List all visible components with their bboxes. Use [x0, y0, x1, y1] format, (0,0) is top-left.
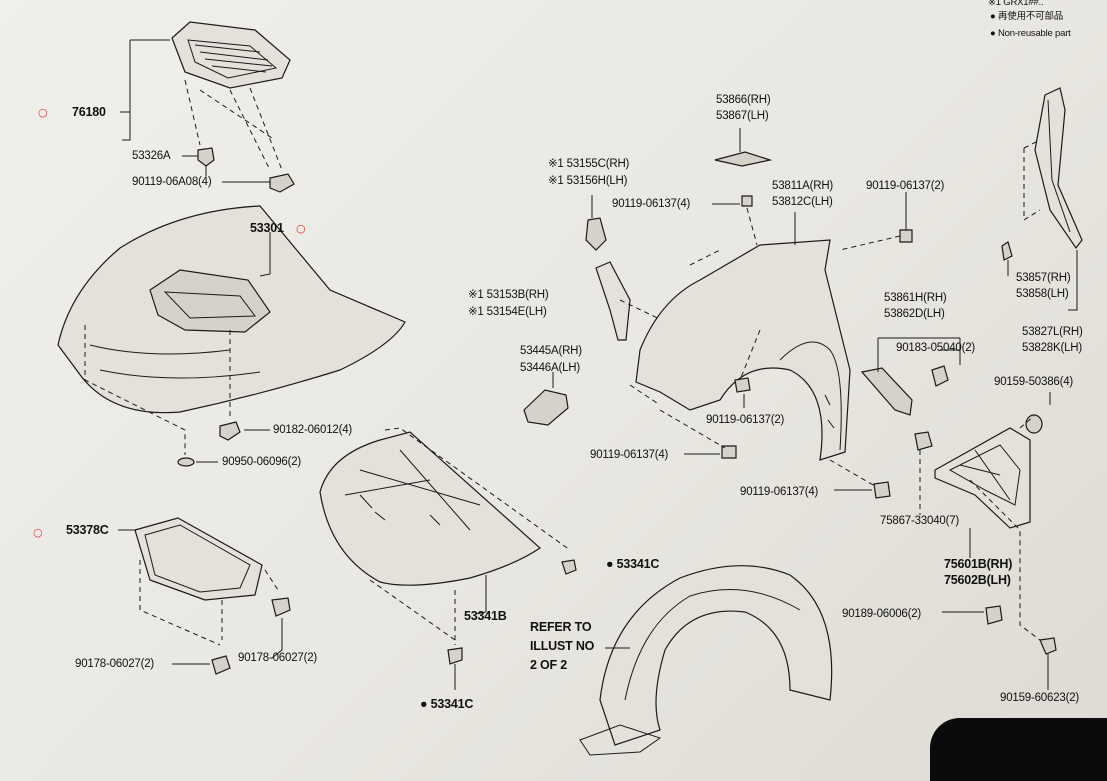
label-53446A: 53446A(LH) [520, 362, 581, 374]
legend-line-3: ● Non-reusable part [990, 28, 1071, 39]
label-53341C-b-text: 53341C [430, 697, 474, 711]
fender-liner-drawing [579, 565, 833, 756]
hood-53301-drawing [57, 205, 406, 414]
red-circle-mark-53378C: ○ [33, 526, 43, 539]
label-90950-06096: 90950-06096(2) [222, 456, 302, 468]
label-53341C-b: ● 53341C [420, 697, 474, 711]
label-90183-05040: 90183-05040(2) [896, 342, 976, 354]
side-seal-53827L-drawing [1034, 87, 1083, 250]
label-53862D: 53862D(LH) [884, 308, 945, 320]
label-90119-06137-c: 90119-06137(2) [866, 180, 945, 192]
label-53866: 53866(RH) [716, 94, 771, 106]
refer-text-line-1: REFER TO [530, 620, 592, 634]
label-90159-60623: 90159-60623(2) [1000, 692, 1080, 704]
label-53867: 53867(LH) [716, 110, 769, 122]
label-53153B: ※1 53153B(RH) [468, 289, 549, 301]
clip-53326A-drawing [197, 147, 215, 176]
legend-line-2: ● 再使用不可部品 [990, 11, 1064, 22]
legend-line-3-text: Non-reusable part [997, 28, 1071, 39]
label-90178-06027-a: 90178-06027(2) [75, 658, 155, 670]
liner-75601B-drawing [934, 427, 1031, 529]
refer-text-line-2: ILLUST NO [530, 639, 595, 653]
label-90119-06137-a: 90119-06137(4) [612, 198, 691, 210]
label-90119-06A08: 90119-06A08(4) [132, 176, 212, 188]
label-53326A: 53326A [132, 150, 171, 162]
label-53858: 53858(LH) [1016, 288, 1069, 300]
label-53155C: ※1 53155C(RH) [548, 158, 630, 170]
label-53341C-a-text: 53341C [616, 557, 660, 571]
label-75602B: 75602B(LH) [944, 573, 1011, 587]
label-90182-06012: 90182-06012(4) [273, 424, 353, 436]
label-75867-33040: 75867-33040(7) [880, 515, 960, 527]
label-53156H: ※1 53156H(LH) [548, 175, 628, 187]
label-53861H: 53861H(RH) [884, 292, 947, 304]
fender-53811A-drawing [635, 239, 851, 461]
legend-line-2-text: 再使用不可部品 [997, 11, 1064, 22]
label-53154E: ※1 53154E(LH) [468, 306, 547, 318]
red-circle-mark-53301: ○ [296, 222, 306, 235]
hood-insulator-53341B-drawing [319, 431, 541, 586]
label-53341B: 53341B [464, 609, 507, 623]
label-90159-50386: 90159-50386(4) [994, 376, 1074, 388]
label-53445A: 53445A(RH) [520, 345, 582, 357]
label-76180: 76180 [72, 105, 106, 119]
label-75601B: 75601B(RH) [944, 557, 1013, 571]
label-90119-06137-e: 90119-06137(4) [740, 486, 819, 498]
label-90178-06027-b: 90178-06027(2) [238, 652, 318, 664]
legend-line-1: ※1 GRX1##.. [988, 0, 1044, 8]
label-53341C-a: ● 53341C [606, 557, 660, 571]
label-53811A: 53811A(RH) [772, 180, 834, 192]
seal-53378C-drawing [134, 517, 263, 601]
label-53857: 53857(RH) [1016, 272, 1071, 284]
label-53812C: 53812C(LH) [772, 196, 833, 208]
nut-90119-06A08-drawing [269, 173, 295, 193]
label-53301: 53301 [250, 221, 284, 235]
hood-scoop-drawing [171, 21, 291, 89]
label-90189-06006: 90189-06006(2) [842, 608, 922, 620]
label-90119-06137-d: 90119-06137(2) [706, 414, 785, 426]
red-circle-mark-76180: ○ [38, 106, 48, 119]
label-53828K: 53828K(LH) [1022, 342, 1083, 354]
redaction-block [930, 718, 1107, 781]
label-53827L: 53827L(RH) [1022, 326, 1083, 338]
label-90119-06137-b: 90119-06137(4) [590, 449, 669, 461]
label-53378C: 53378C [66, 523, 109, 537]
refer-text-line-3: 2 OF 2 [530, 658, 568, 672]
